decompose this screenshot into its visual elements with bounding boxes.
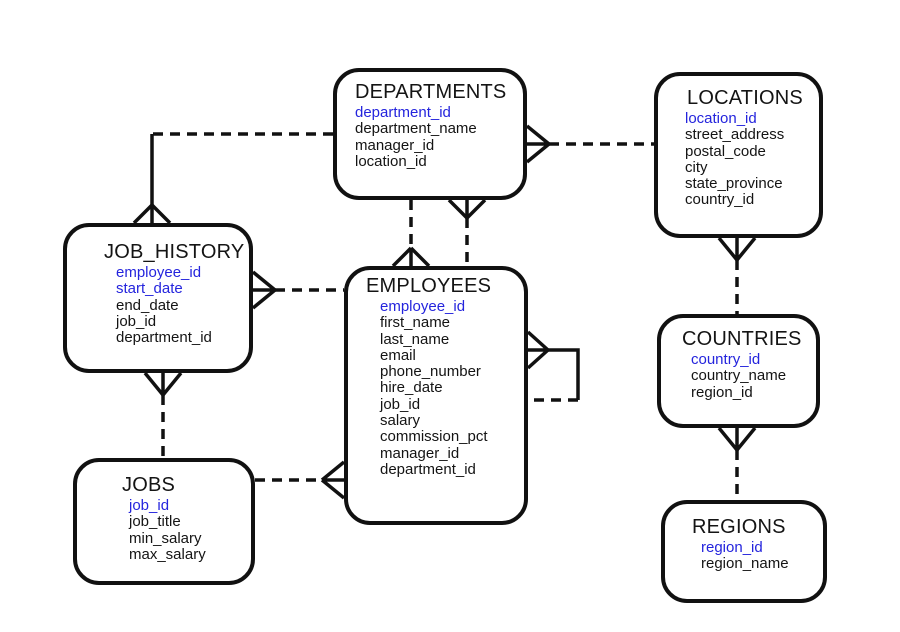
relationship-departments-job-history <box>132 132 333 225</box>
field: job_id <box>116 312 157 330</box>
relationship-jobs-employees <box>255 460 346 500</box>
field-primary-key: country_id <box>691 351 761 368</box>
relationship-departments-employees <box>391 200 431 268</box>
field: country_id <box>685 191 755 209</box>
field: commission_pct <box>380 428 488 446</box>
entity-title: JOBS <box>122 474 176 496</box>
field: department_id <box>380 460 476 478</box>
relationship-jobs-job-history <box>143 371 183 458</box>
field: first_name <box>380 314 451 332</box>
field: state_province <box>685 175 783 193</box>
field-primary-key: location_id <box>685 110 757 127</box>
field: city <box>685 158 708 176</box>
field: manager_id <box>380 444 460 462</box>
field: job_title <box>129 513 181 531</box>
entity-title: EMPLOYEES <box>366 275 492 297</box>
field: street_address <box>685 126 785 144</box>
field: country_name <box>691 367 787 385</box>
relationship-locations-departments <box>525 124 654 164</box>
field-primary-key: employee_id <box>380 298 466 315</box>
field-primary-key: department_id <box>355 104 451 121</box>
field: region_name <box>701 555 789 573</box>
entity-title: JOB_HISTORY <box>104 241 245 263</box>
field: email <box>380 346 416 364</box>
field: manager_id <box>355 136 435 154</box>
field: region_id <box>691 383 753 401</box>
relationship-employees-job-history <box>251 270 344 310</box>
field-primary-key: employee_id <box>116 264 202 281</box>
relationship-employees-departments-manager <box>447 198 487 266</box>
field: salary <box>380 412 421 430</box>
field: phone_number <box>380 363 481 381</box>
field-primary-key: start_date <box>116 280 183 298</box>
field: max_salary <box>129 545 206 563</box>
entity-title: DEPARTMENTS <box>355 81 507 103</box>
field: job_id <box>380 395 421 413</box>
field: end_date <box>116 296 179 314</box>
relationship-employees-self-manager <box>526 330 580 402</box>
field: location_id <box>355 152 427 170</box>
field: department_name <box>355 120 477 138</box>
field: department_id <box>116 329 212 347</box>
entity-title: REGIONS <box>692 516 786 538</box>
entity-title: COUNTRIES <box>682 328 802 350</box>
relationship-regions-countries <box>717 426 757 500</box>
field: last_name <box>380 330 450 348</box>
field: postal_code <box>685 142 766 160</box>
field-primary-key: region_id <box>701 539 763 556</box>
entity-title: LOCATIONS <box>687 87 803 109</box>
relationship-countries-locations <box>717 236 757 314</box>
field: hire_date <box>380 379 443 397</box>
field: min_salary <box>129 529 202 547</box>
field-primary-key: job_id <box>129 497 170 514</box>
